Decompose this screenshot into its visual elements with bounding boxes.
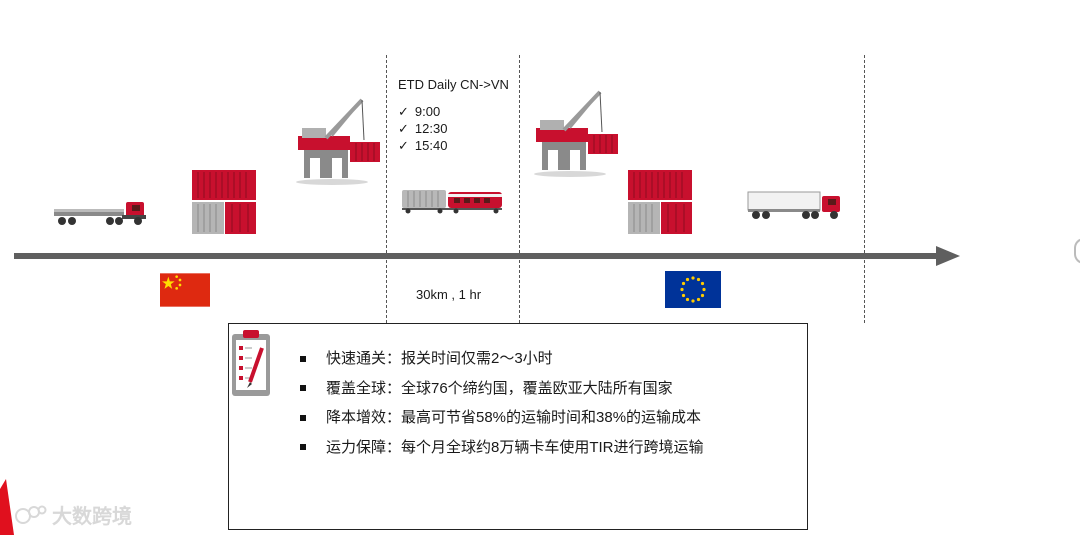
schedule-title: ETD Daily CN->VN	[398, 76, 509, 93]
separator-dashed-1	[386, 55, 387, 323]
crane-icon	[534, 88, 622, 178]
list-item-label: 降本增效：最高可节省58%的运输时间和38%的运输成本	[326, 403, 701, 433]
check-icon: ✓	[398, 103, 409, 120]
separator-dashed-3	[864, 55, 865, 323]
departure-time: 9:00	[415, 103, 440, 120]
timeline-arrow	[14, 244, 964, 268]
train-icon	[400, 186, 506, 214]
list-item-label: 快速通关：报关时间仅需2～3小时	[326, 344, 553, 374]
list-item: 快速通关：报关时间仅需2～3小时	[300, 344, 704, 374]
bullet-icon	[300, 356, 306, 362]
watermark-logo-icon	[14, 504, 48, 526]
benefits-list: 快速通关：报关时间仅需2～3小时 覆盖全球：全球76个缔约国，覆盖欧亚大陆所有国…	[300, 344, 704, 462]
bullet-icon	[300, 385, 306, 391]
watermark: 大数跨境	[14, 500, 132, 529]
departure-time: 12:30	[415, 120, 448, 137]
container-stack-icon	[626, 168, 694, 236]
list-item: 覆盖全球：全球76个缔约国，覆盖欧亚大陆所有国家	[300, 374, 704, 404]
bullet-icon	[300, 444, 306, 450]
separator-dashed-2	[519, 55, 520, 323]
schedule-block: ETD Daily CN->VN ✓ 9:00 ✓ 12:30 ✓ 15:40	[398, 76, 509, 154]
container-stack-icon	[190, 168, 258, 236]
distance-label: 30km , 1 hr	[416, 287, 481, 302]
list-item: 运力保障：每个月全球约8万辆卡车使用TIR进行跨境运输	[300, 433, 704, 463]
departure-time: 15:40	[415, 137, 448, 154]
departure-row: ✓ 15:40	[398, 137, 509, 154]
check-icon: ✓	[398, 120, 409, 137]
watermark-text: 大数跨境	[52, 500, 132, 529]
clipboard-icon	[230, 328, 272, 398]
china-flag-icon	[160, 273, 210, 307]
departure-row: ✓ 9:00	[398, 103, 509, 120]
list-item-label: 覆盖全球：全球76个缔约国，覆盖欧亚大陆所有国家	[326, 374, 673, 404]
truck-icon	[746, 190, 844, 222]
eu-flag-icon	[665, 271, 721, 308]
edge-fragment	[1074, 238, 1080, 264]
list-item-label: 运力保障：每个月全球约8万辆卡车使用TIR进行跨境运输	[326, 433, 704, 463]
departure-row: ✓ 12:30	[398, 120, 509, 137]
list-item: 降本增效：最高可节省58%的运输时间和38%的运输成本	[300, 403, 704, 433]
bullet-icon	[300, 415, 306, 421]
truck-icon	[52, 195, 148, 229]
crane-icon	[296, 96, 384, 186]
check-icon: ✓	[398, 137, 409, 154]
